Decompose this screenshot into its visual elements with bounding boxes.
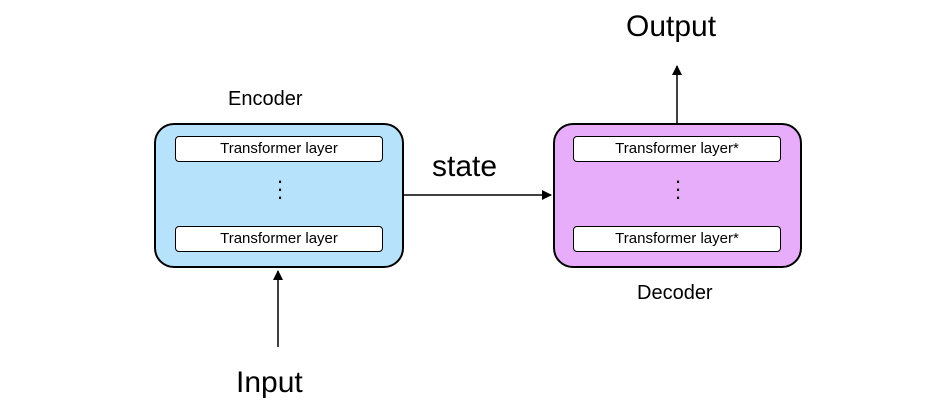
decoder-block: Transformer layer* ··· Transformer layer… — [553, 123, 802, 268]
encoder-transformer-layer-top: Transformer layer — [175, 136, 383, 162]
input-label: Input — [236, 366, 303, 399]
encoder-block: Transformer layer ··· Transformer layer — [154, 123, 404, 268]
output-label: Output — [626, 10, 717, 43]
decoder-ellipsis: ··· — [674, 168, 682, 209]
encoder-label: Encoder — [228, 88, 303, 110]
decoder-transformer-layer-top: Transformer layer* — [573, 136, 781, 162]
state-label: state — [432, 150, 498, 183]
encoder-ellipsis: ··· — [276, 168, 284, 209]
decoder-transformer-layer-bottom: Transformer layer* — [573, 226, 781, 252]
encoder-transformer-layer-bottom: Transformer layer — [175, 226, 383, 252]
decoder-label: Decoder — [637, 282, 713, 304]
